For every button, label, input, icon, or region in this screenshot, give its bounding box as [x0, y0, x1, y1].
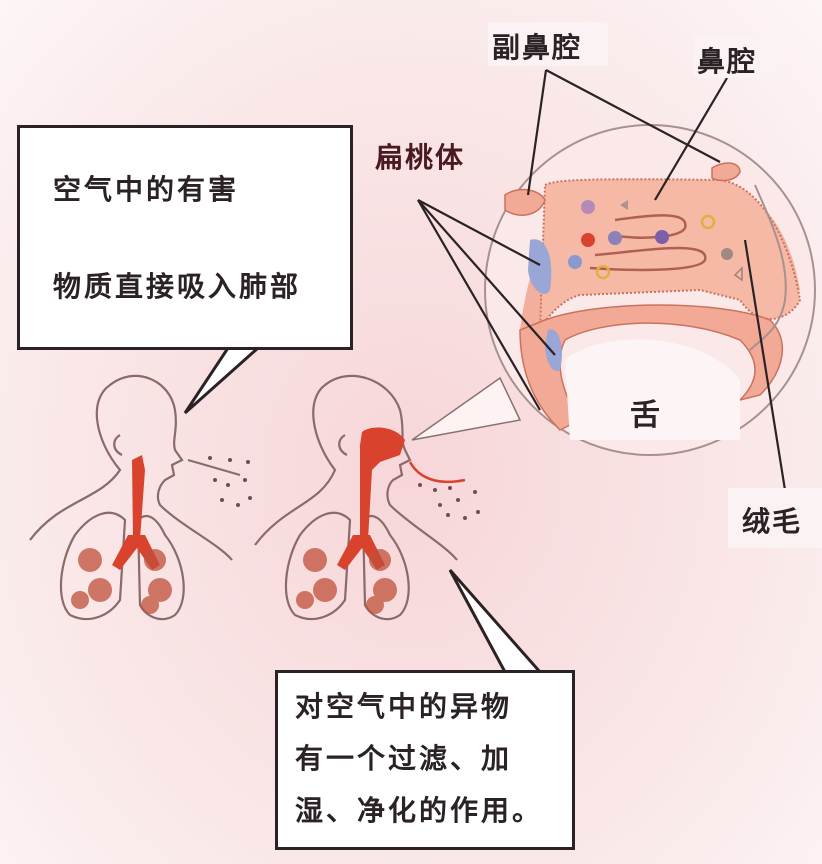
bubble-text-line: 空气中的有害 — [53, 173, 240, 206]
label-tonsil: 扁桃体 — [375, 141, 466, 174]
bubble-text-line: 湿、净化的作用。 — [295, 794, 544, 827]
bubble-text-line: 有一个过滤、加 — [295, 742, 513, 775]
label-tongue: 舌 — [630, 398, 662, 433]
label-cilia: 绒毛 — [742, 505, 803, 538]
bubble-text-line: 对空气中的异物 — [295, 690, 513, 723]
bubble-text-line: 物质直接吸入肺部 — [53, 270, 302, 303]
speech-bubble-filter: 对空气中的异物 有一个过滤、加 湿、净化的作用。 — [275, 670, 575, 850]
label-paranasal-sinus: 副鼻腔 — [492, 31, 583, 64]
speech-bubble-harmful: 空气中的有害 物质直接吸入肺部 — [17, 125, 353, 350]
label-nasal-cavity: 鼻腔 — [697, 45, 758, 78]
label-bg — [488, 22, 608, 66]
label-bg — [728, 488, 822, 548]
label-bg — [693, 36, 781, 78]
